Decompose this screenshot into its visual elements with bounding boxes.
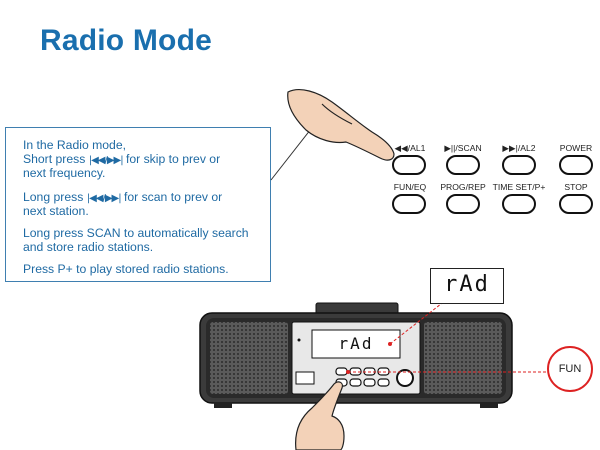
button-label-al1: ◀◀/AL1 [394, 143, 426, 153]
usb-port [295, 371, 315, 385]
button-label-al2: ▶▶|/AL2 [502, 143, 536, 153]
al1-button[interactable] [392, 155, 426, 175]
al2-button[interactable] [502, 155, 536, 175]
hand-icon [287, 89, 395, 161]
button-label-time-set: TIME SET/P+ [492, 182, 546, 192]
lcd-callout-box: rAd [430, 268, 504, 304]
instruction-line: In the Radio mode, [23, 138, 126, 152]
scan-button[interactable] [446, 155, 480, 175]
instruction-line: next station. [23, 204, 89, 218]
device-button[interactable] [335, 367, 348, 376]
button-label-prog-rep: PROG/REP [440, 182, 486, 192]
instruction-line: Long press SCAN to automatically search [23, 226, 249, 240]
device-button[interactable] [377, 378, 390, 387]
instruction-line: next frequency. [23, 166, 106, 180]
device-button[interactable] [363, 378, 376, 387]
page-title: Radio Mode [40, 24, 212, 57]
instruction-box: In the Radio mode, Short press |◀◀/▶▶| f… [5, 127, 271, 282]
lcd-callout-line [389, 299, 447, 345]
volume-knob [396, 369, 414, 387]
radio-foot [214, 402, 232, 408]
skip-icon: |◀◀/▶▶| [86, 193, 122, 204]
button-label-stop: STOP [564, 182, 588, 192]
radio-device [199, 302, 513, 408]
button-label-scan: ▶||/SCAN [444, 143, 482, 153]
speaker-grille-right [424, 322, 502, 394]
instruction-line: Short press |◀◀/▶▶| for skip to prev or [23, 152, 220, 168]
instruction-line: Long press |◀◀/▶▶| for scan to prev or [23, 190, 222, 206]
skip-icon: |◀◀/▶▶| [88, 155, 124, 166]
instruction-text: Short press [23, 152, 86, 166]
button-label-fun-eq: FUN/EQ [393, 182, 427, 192]
device-button[interactable] [349, 378, 362, 387]
lcd-callout-text: rAd [444, 272, 490, 297]
indicator-dot [297, 338, 301, 342]
callout-dot [388, 342, 392, 346]
time-set-button[interactable] [502, 194, 536, 214]
radio-foot [480, 402, 498, 408]
fun-eq-button[interactable] [392, 194, 426, 214]
power-button[interactable] [559, 155, 593, 175]
lcd-screen [311, 329, 401, 359]
instruction-line: and store radio stations. [23, 240, 154, 254]
fun-callout-circle: FUN [547, 346, 593, 392]
instruction-text: for skip to prev or [125, 152, 221, 166]
button-label-power: POWER [559, 143, 593, 153]
prog-rep-button[interactable] [446, 194, 480, 214]
lcd-screen-text: rAd [338, 334, 374, 353]
hand-icon [295, 381, 345, 450]
stop-button[interactable] [559, 194, 593, 214]
callout-dot [346, 370, 350, 374]
instruction-text: for scan to prev or [123, 190, 223, 204]
instruction-line: Press P+ to play stored radio stations. [23, 262, 229, 276]
instruction-text: Long press [23, 190, 84, 204]
speaker-grille-left [210, 322, 288, 394]
